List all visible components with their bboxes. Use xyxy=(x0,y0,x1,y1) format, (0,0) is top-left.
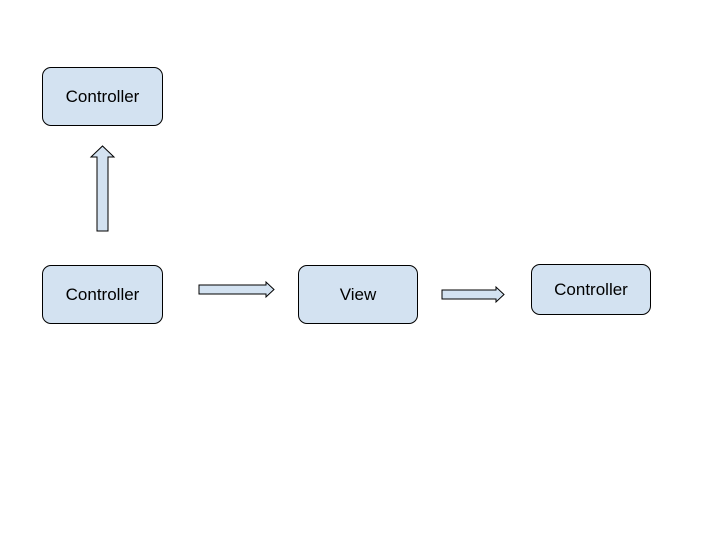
arrow-view-to-controller xyxy=(441,285,505,304)
controller-node-top-label: Controller xyxy=(65,86,140,106)
controller-node-top: Controller xyxy=(42,67,163,126)
controller-node-left: Controller xyxy=(42,265,163,324)
controller-node-right: Controller xyxy=(531,264,651,315)
arrow-controller-to-view xyxy=(198,280,275,299)
controller-node-right-label: Controller xyxy=(554,279,628,299)
view-node-label: View xyxy=(339,284,377,304)
arrow-controller-to-controller-top xyxy=(89,145,116,232)
view-node: View xyxy=(298,265,418,324)
controller-node-left-label: Controller xyxy=(65,284,140,304)
